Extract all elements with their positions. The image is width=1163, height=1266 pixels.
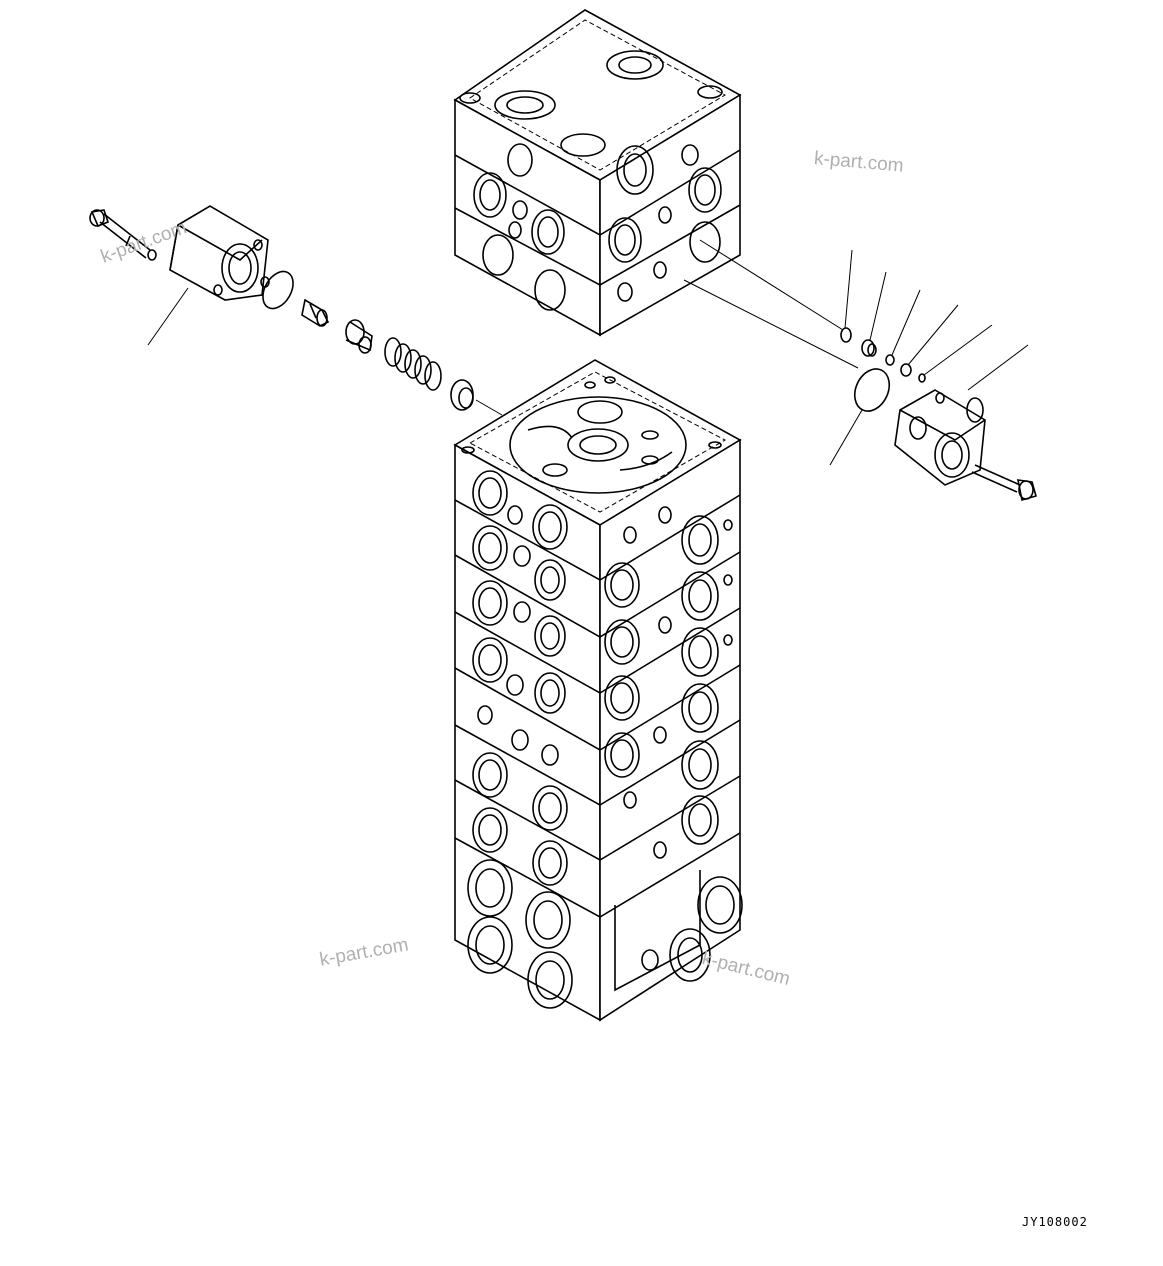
lower-valve-block [453,359,743,1022]
spring [384,337,442,391]
plunger [301,298,330,327]
upper-valve-block [453,9,742,337]
seal-ring [450,379,474,411]
cover-block [169,205,270,301]
bolt-right [971,464,1037,502]
small-o-ring-3 [918,373,926,383]
right-cover-block [894,389,986,486]
plug-small [900,363,912,377]
o-ring-right [853,368,891,412]
right-cover-assembly [683,239,1037,502]
seat [345,319,373,354]
small-o-ring [840,327,852,343]
plug [861,339,877,357]
small-o-ring-2 [885,354,895,366]
o-ring-left [262,270,294,310]
drawing-code: JY108002 [1022,1215,1088,1229]
left-cover-assembly [89,205,503,416]
bolt-left [89,209,157,261]
